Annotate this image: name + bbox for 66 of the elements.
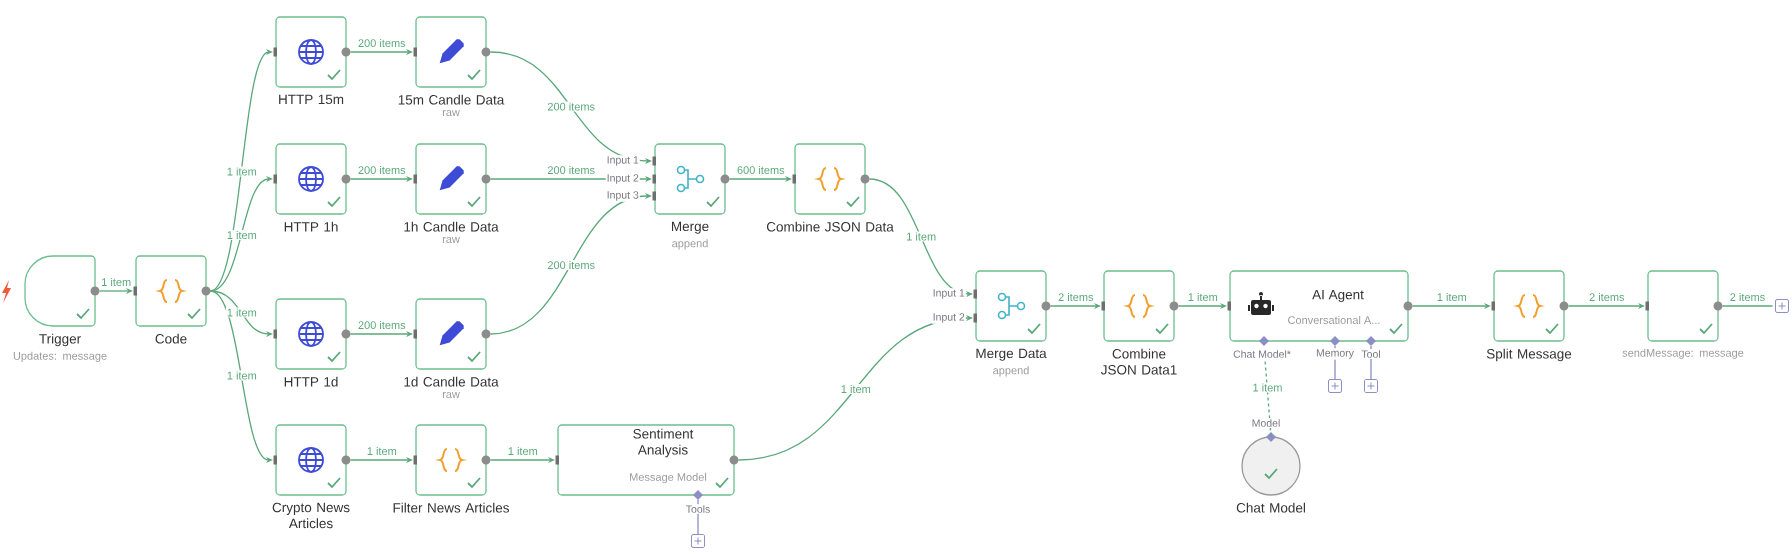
connector: [489, 192, 652, 335]
edge-label: 1 item: [225, 166, 258, 177]
edge-label: 1 item: [365, 445, 398, 457]
port-label: Input 1: [931, 288, 966, 300]
node-label: Combine JSON Data: [766, 221, 894, 232]
connector: [209, 175, 273, 292]
node-label: HTTP 15m: [279, 94, 344, 105]
edge-label: 2 items: [1728, 291, 1767, 303]
node-label: HTTP 1d: [284, 376, 338, 387]
edge-label: 2 items: [1588, 291, 1626, 303]
edge-label: 600 items: [735, 164, 786, 176]
node-label: Filter News Articles: [393, 502, 509, 513]
port-label: Input 1: [605, 155, 640, 167]
edge-label: 200 items: [356, 164, 407, 176]
add-button: [691, 534, 705, 548]
node-label: Trigger: [39, 333, 81, 347]
edge-label: 2 items: [1057, 291, 1095, 303]
node-label: 1d Candle Data: [404, 376, 499, 387]
node-subtitle: Updates: message: [13, 351, 107, 362]
node-label: Crypto News Articles: [272, 502, 350, 529]
add-button: [1775, 299, 1789, 313]
edge-label: 1 item: [1186, 291, 1219, 303]
node-subtitle: raw: [442, 110, 460, 117]
edge-label: 1 item: [225, 370, 258, 381]
node-label: Split Message: [1486, 348, 1572, 362]
edge-label: 1 item: [100, 276, 133, 288]
port-label: Tools: [684, 504, 712, 514]
port-label: Tool: [1360, 349, 1382, 359]
node-subtitle: append: [672, 239, 708, 250]
edge-label: 1 item: [1435, 291, 1468, 303]
edge-label: 1 item: [1251, 382, 1284, 393]
edge-label: 1 item: [506, 445, 539, 457]
node-subtitle: sendMessage: message: [1622, 348, 1744, 359]
port-label: Memory: [1315, 348, 1355, 360]
edge-label: 200 items: [356, 37, 407, 49]
node-label: Merge: [672, 221, 709, 234]
edge-label: 200 items: [546, 101, 597, 112]
node-label: Chat Model: [1236, 502, 1305, 513]
port-label: Input 2: [931, 312, 966, 324]
node-subtitle: append: [993, 366, 1029, 377]
port-label: Chat Model*: [1232, 349, 1292, 359]
node-subtitle: Message Model: [630, 472, 707, 484]
port-label: Model: [1250, 418, 1282, 428]
edge-label: 1 item: [839, 383, 872, 395]
node-label: HTTP 1h: [284, 221, 338, 232]
node-label: 15m Candle Data: [398, 94, 505, 105]
connector: [1721, 305, 1774, 307]
node-label: Merge Data: [976, 348, 1047, 361]
node-label: Combine JSON Data1: [1100, 348, 1177, 375]
node-subtitle: Conversational A...: [1288, 315, 1380, 325]
edge-label: 1 item: [225, 229, 258, 241]
edge-label: 1 item: [225, 307, 258, 318]
node-label: 1h Candle Data: [404, 221, 499, 232]
node-subtitle: raw: [442, 237, 460, 244]
edge-label: 200 items: [356, 319, 407, 331]
port-label: Input 2: [605, 173, 640, 185]
node-label: AI Agent: [1312, 289, 1364, 303]
edge-label: 200 items: [546, 259, 597, 271]
add-button: [1364, 379, 1378, 393]
node-label: Sentiment Analysis: [633, 428, 694, 458]
add-button: [1328, 379, 1342, 393]
port-label: Input 3: [605, 190, 640, 202]
edge-label: 1 item: [905, 231, 938, 242]
node-label: Code: [155, 333, 187, 344]
edge-label: 200 items: [546, 164, 597, 176]
node-subtitle: raw: [442, 392, 460, 399]
